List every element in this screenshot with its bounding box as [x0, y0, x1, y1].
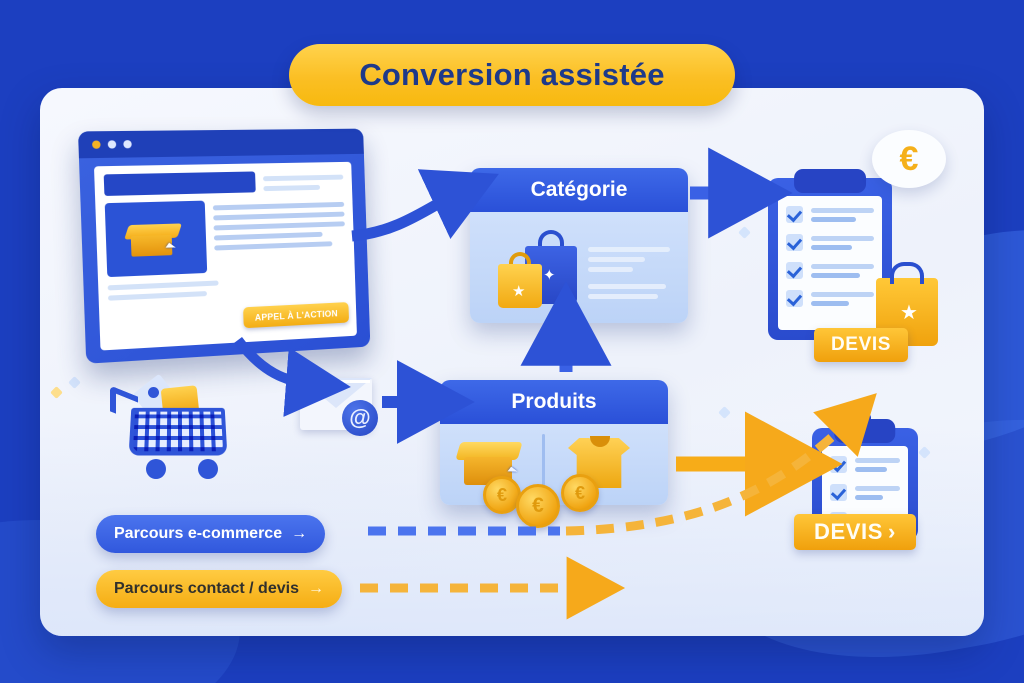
clipboard-ring	[859, 412, 871, 424]
euro-symbol-icon: €	[900, 140, 919, 179]
text-line	[108, 280, 219, 290]
devis-badge-top[interactable]: DEVIS	[814, 328, 908, 362]
clipboard-quote-top[interactable]	[768, 178, 892, 340]
product-image-thumbnail	[105, 201, 208, 278]
call-to-action-button[interactable]: APPEL À L'ACTION	[243, 302, 349, 328]
at-symbol-label: @	[349, 405, 370, 431]
sparkle-decoration	[50, 386, 63, 399]
sparkle-icon: ✦	[543, 266, 556, 284]
checkbox-checked-icon[interactable]	[830, 484, 847, 501]
text-line	[213, 202, 344, 211]
text-line	[263, 175, 343, 182]
price-tag-hole	[148, 387, 159, 398]
browser-titlebar	[78, 129, 364, 159]
page-title-label: Conversion assistée	[359, 57, 664, 93]
sparkle-decoration	[738, 226, 751, 239]
checklist-row	[786, 206, 874, 223]
node-header-produits: Produits	[440, 380, 668, 424]
devis-label: DEVIS	[831, 334, 891, 356]
node-text-lines	[588, 242, 670, 299]
divider	[542, 434, 545, 486]
node-label-produits: Produits	[511, 390, 596, 414]
checklist-row	[830, 456, 900, 473]
sparkle-decoration	[68, 376, 81, 389]
star-icon: ★	[512, 282, 525, 300]
checklist-row	[786, 290, 874, 307]
browser-page-content: APPEL À L'ACTION	[94, 162, 357, 351]
devis-button-bottom[interactable]: DEVIS ›	[794, 514, 916, 550]
checklist-row	[830, 484, 900, 501]
cta-label: APPEL À L'ACTION	[255, 308, 338, 322]
text-line	[263, 185, 320, 191]
checkbox-checked-icon[interactable]	[830, 456, 847, 473]
shopping-bag-yellow-icon: ★	[498, 264, 542, 308]
checkbox-checked-icon[interactable]	[786, 206, 803, 223]
arrow-right-icon: →	[291, 526, 307, 542]
cart-basket	[129, 408, 228, 456]
node-header-categorie: Catégorie	[470, 168, 688, 212]
node-body-categorie: ✦ ★	[470, 212, 688, 323]
text-line	[214, 221, 345, 230]
legend-item-contact-devis[interactable]: Parcours contact / devis →	[96, 570, 342, 608]
checklist-row	[786, 234, 874, 251]
sparkle-decoration	[398, 386, 411, 399]
at-symbol-icon: @	[342, 400, 378, 436]
cart-wheel	[146, 459, 166, 479]
text-line	[214, 232, 322, 241]
legend-item-ecommerce[interactable]: Parcours e-commerce →	[96, 515, 325, 553]
node-card-produits[interactable]: Produits	[440, 380, 668, 505]
checklist-row	[786, 262, 874, 279]
window-dot-icon[interactable]	[123, 140, 132, 148]
window-dot-icon[interactable]	[92, 140, 101, 148]
star-icon: ★	[900, 300, 918, 325]
text-line	[108, 291, 207, 301]
legend-label-contact-devis: Parcours contact / devis	[114, 580, 299, 598]
window-dot-icon[interactable]	[108, 140, 117, 148]
text-line	[213, 212, 344, 221]
checkbox-checked-icon[interactable]	[786, 262, 803, 279]
chevron-right-icon: ›	[888, 519, 896, 545]
email-envelope-icon: @	[300, 378, 372, 430]
bag-handle	[890, 262, 924, 284]
page-heading-block	[104, 171, 256, 196]
sparkle-decoration	[718, 406, 731, 419]
euro-speech-bubble: €	[872, 130, 946, 188]
legend-label-ecommerce: Parcours e-commerce	[114, 525, 282, 543]
node-label-categorie: Catégorie	[531, 178, 628, 202]
clipboard-clip	[794, 169, 866, 193]
node-card-categorie[interactable]: Catégorie ✦ ★	[470, 168, 688, 323]
text-line	[214, 241, 333, 250]
euro-coin-icon: €	[516, 484, 560, 528]
euro-coin-icon: €	[561, 474, 599, 512]
shopping-cart-icon	[110, 375, 240, 485]
cart-wheel	[198, 459, 218, 479]
checkbox-checked-icon[interactable]	[786, 290, 803, 307]
checkbox-checked-icon[interactable]	[786, 234, 803, 251]
browser-window-mockup: APPEL À L'ACTION	[78, 129, 370, 364]
devis-label: DEVIS	[814, 519, 883, 545]
arrow-right-icon: →	[308, 581, 324, 597]
page-title: Conversion assistée	[289, 44, 735, 106]
